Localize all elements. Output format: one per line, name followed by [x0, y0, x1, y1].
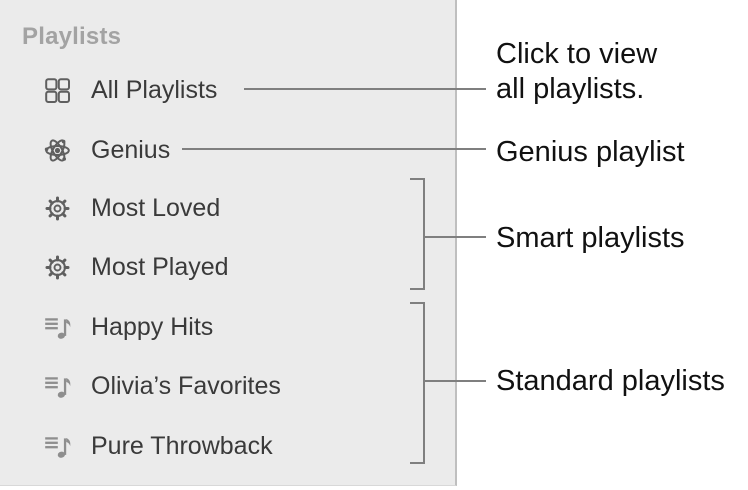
music-note-list-icon	[44, 373, 71, 400]
playlists-sidebar: Playlists All Playlists Genius	[0, 0, 457, 486]
sidebar-item-most-loved[interactable]: Most Loved	[44, 189, 220, 227]
sidebar-item-label: All Playlists	[91, 76, 218, 104]
annotation-line: Click to view	[496, 38, 658, 70]
sidebar-item-genius[interactable]: Genius	[44, 131, 170, 169]
callout-line-all-playlists	[244, 88, 486, 90]
sidebar-item-most-played[interactable]: Most Played	[44, 248, 229, 286]
sidebar-section-header: Playlists	[22, 23, 122, 50]
sidebar-item-happy-hits[interactable]: Happy Hits	[44, 308, 213, 346]
callout-line-genius	[182, 148, 486, 150]
callout-line-smart-playlists	[425, 236, 486, 238]
gear-icon	[44, 195, 71, 222]
grid-icon	[44, 77, 71, 104]
sidebar-item-label: Happy Hits	[91, 313, 214, 341]
sidebar-item-label: Most Loved	[91, 194, 221, 222]
music-note-list-icon	[44, 433, 71, 460]
sidebar-item-label: Genius	[91, 136, 171, 164]
sidebar-item-pure-throwback[interactable]: Pure Throwback	[44, 427, 273, 465]
annotation-standard-playlists: Standard playlists	[496, 365, 725, 397]
sidebar-item-label: Most Played	[91, 253, 229, 281]
sidebar-item-all-playlists[interactable]: All Playlists	[44, 71, 217, 109]
music-note-list-icon	[44, 314, 71, 341]
annotation-genius: Genius playlist	[496, 136, 685, 168]
atom-icon	[44, 137, 71, 164]
annotation-smart-playlists: Smart playlists	[496, 222, 685, 254]
annotation-all-playlists: Click to view all playlists.	[496, 37, 657, 107]
gear-icon	[44, 254, 71, 281]
annotation-line: all playlists.	[496, 73, 645, 105]
callout-line-standard-playlists	[425, 380, 486, 382]
sidebar-item-label: Pure Throwback	[91, 432, 273, 460]
callout-bracket-smart-playlists	[410, 178, 425, 290]
sidebar-item-label: Olivia’s Favorites	[91, 372, 281, 400]
callout-bracket-standard-playlists	[410, 302, 425, 464]
sidebar-item-olivias-favorites[interactable]: Olivia’s Favorites	[44, 367, 281, 405]
